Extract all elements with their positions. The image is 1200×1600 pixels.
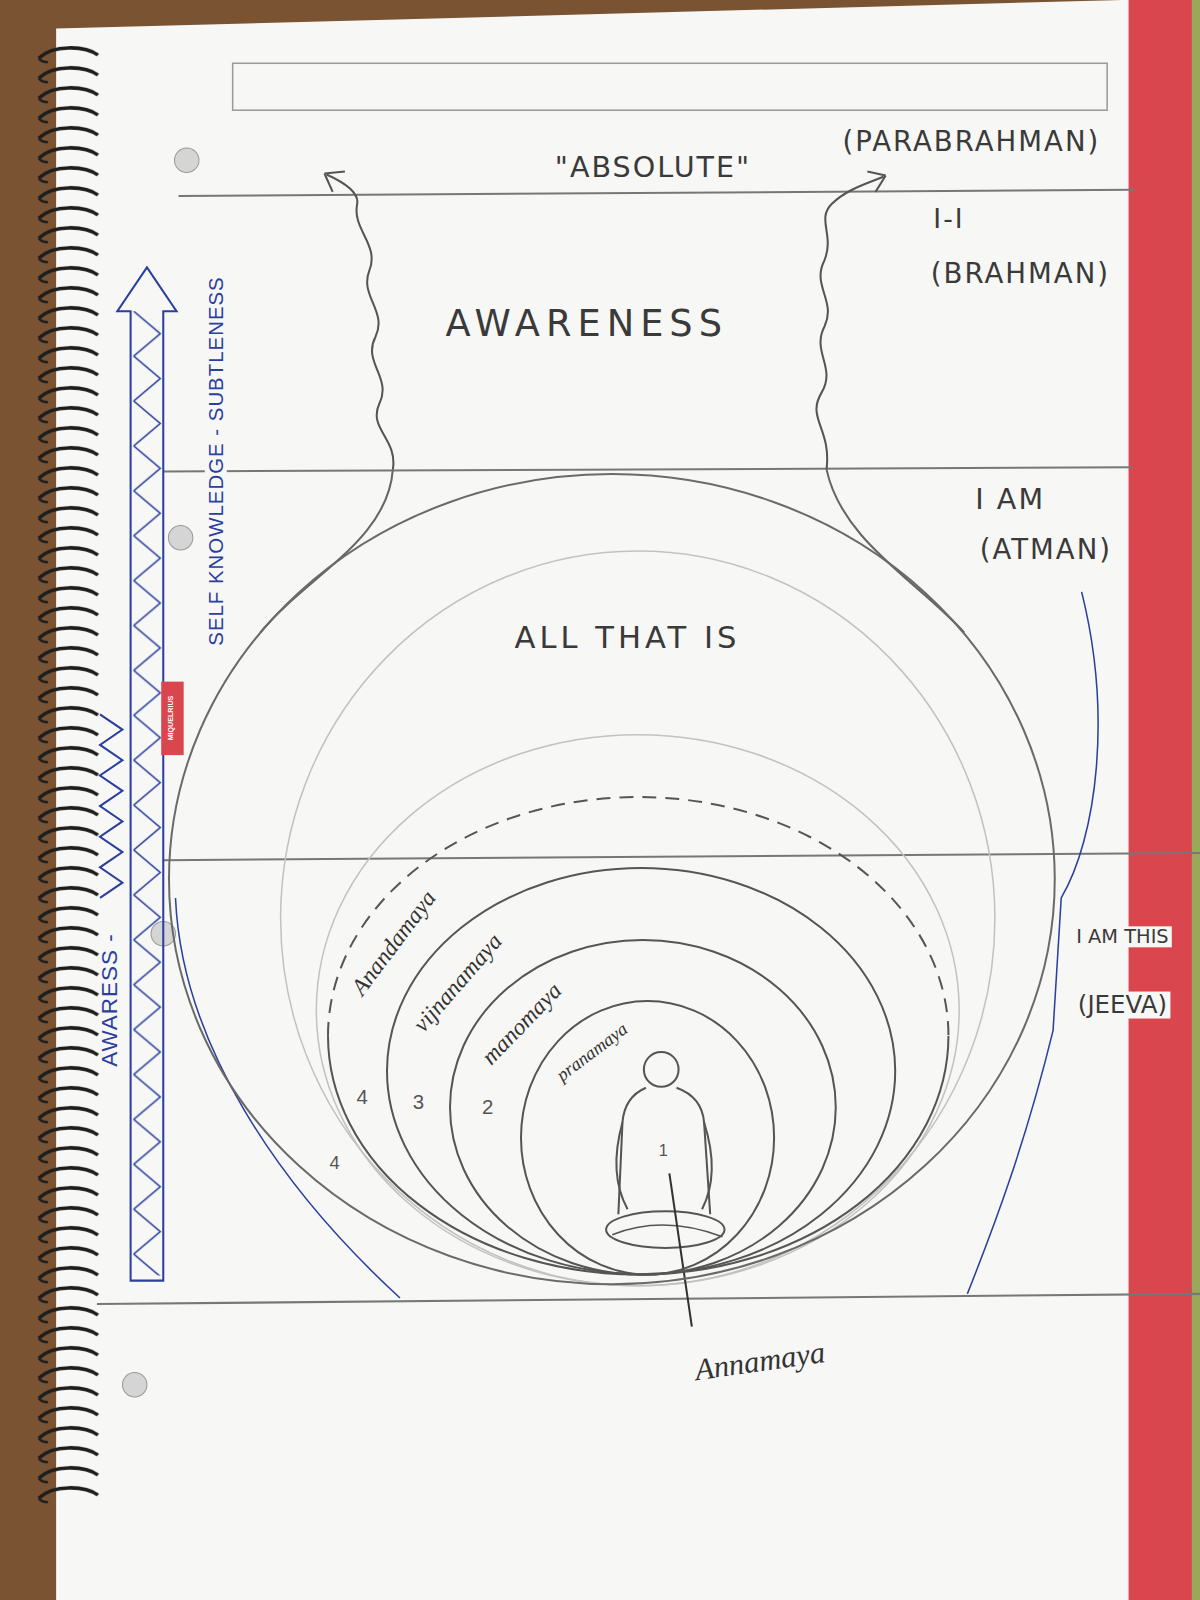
callout-number: 4 xyxy=(357,1086,368,1108)
level-name: I AM xyxy=(975,484,1045,515)
title-word: "ABSOLUTE" xyxy=(555,153,751,184)
level-name: I AM THIS xyxy=(1073,926,1171,947)
level-name: (ATMAN) xyxy=(980,534,1112,564)
callout-number: 2 xyxy=(482,1096,493,1118)
sheath-name: pranamaya xyxy=(552,1019,631,1085)
sheath-ring: manomayapranamaya xyxy=(449,939,837,1276)
sheath-ring: pranamaya xyxy=(520,1000,775,1276)
callout-number: 3 xyxy=(413,1091,424,1113)
level-name: (PARABRAHMAN) xyxy=(843,126,1101,156)
level-name: (BRAHMAN) xyxy=(931,258,1110,288)
sheath-name: vijnanamaya xyxy=(409,928,508,1036)
ascent-arrow xyxy=(117,267,176,1280)
green-edge xyxy=(1192,0,1200,1600)
flask-neck xyxy=(827,469,965,632)
arrow-head xyxy=(867,171,885,191)
region-label: ALL THAT IS xyxy=(515,621,741,655)
punch-hole xyxy=(168,526,192,550)
figure-head xyxy=(644,1052,679,1087)
figure-legs xyxy=(612,1225,722,1237)
level-name: (JEEVA) xyxy=(1075,992,1170,1019)
band-line xyxy=(97,1294,1200,1304)
crossed-out-scribble xyxy=(100,714,122,898)
callout-number: 4 xyxy=(330,1153,340,1173)
punch-hole xyxy=(174,148,198,172)
band-line xyxy=(163,467,1132,471)
ring-outline xyxy=(386,867,896,1275)
red-edge xyxy=(1129,0,1200,1600)
faint-circle xyxy=(316,735,959,1286)
sheath-name: manomaya xyxy=(477,978,567,1070)
wavy-arrow xyxy=(816,177,883,470)
level-name: I-I xyxy=(933,205,964,234)
solid-arc xyxy=(328,1036,948,1275)
figure-torso xyxy=(618,1088,710,1215)
axis-label: SELF KNOWLEDGE - SUBTLENESS xyxy=(205,273,227,648)
sheath-ring: Anandamayavijnanamayamanomayapranamaya xyxy=(327,796,949,1276)
band-line xyxy=(179,190,1135,196)
dashed-arc xyxy=(328,797,948,1036)
sheath-name: Anandamaya xyxy=(346,886,441,1000)
ring-outline xyxy=(520,1000,775,1276)
arrow-head xyxy=(324,171,344,191)
axis-label: AWARESS - xyxy=(98,933,123,1066)
ellipse-outline xyxy=(450,940,836,1275)
callout-number: 1 xyxy=(659,1142,668,1160)
paper-sheet xyxy=(56,0,1200,1600)
ellipse-outline xyxy=(521,1001,774,1275)
faint-circle xyxy=(281,551,995,1286)
wavy-arrow xyxy=(327,174,394,469)
sheath-ring: vijnanamayamanomayapranamaya xyxy=(386,867,896,1275)
ellipse-outline xyxy=(387,868,895,1274)
ellipse-outline xyxy=(169,474,1055,1284)
header-box xyxy=(233,63,1107,110)
sheath-name: Annamaya xyxy=(693,1336,827,1388)
figure-legs xyxy=(606,1211,724,1248)
flask-neck xyxy=(260,469,393,632)
brand-sticker xyxy=(161,682,183,755)
figure-arms xyxy=(616,1122,711,1209)
ring-outline xyxy=(449,939,837,1276)
band-label: AWARENESS xyxy=(445,304,728,344)
brand-logo: MIQUELRIUS xyxy=(169,696,177,741)
arrow-zigzag xyxy=(131,311,164,1275)
all-that-is-circle: ALL THAT IS Anandamayavijnanamayamanomaya… xyxy=(168,473,1056,1285)
leader-line xyxy=(669,1173,691,1326)
band-line xyxy=(163,853,1200,860)
punch-hole xyxy=(122,1372,146,1396)
ring-outline xyxy=(168,473,1056,1285)
